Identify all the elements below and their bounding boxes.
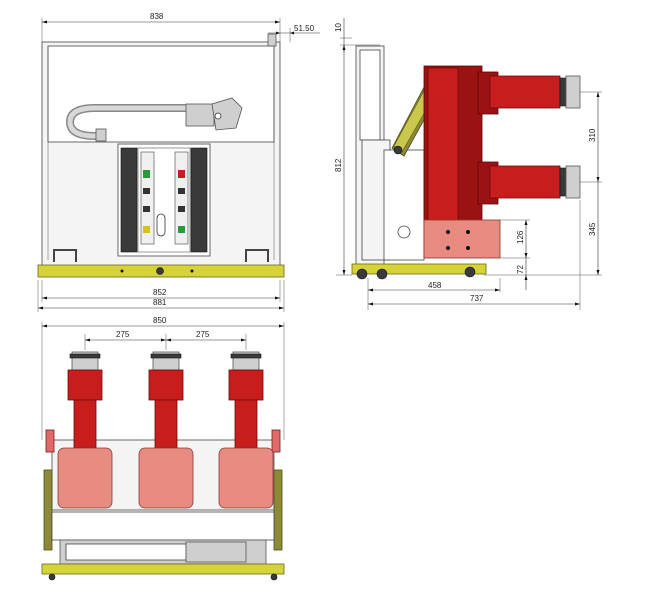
front-view: 838 51.50 [37, 12, 320, 312]
dim-box-height: 126 [516, 230, 525, 244]
dim-lower-spacing: 345 [588, 222, 597, 236]
pole-left [57, 351, 113, 509]
dim-pole-spacing-right: 275 [196, 330, 210, 339]
side-view: 10 812 [334, 18, 602, 310]
dim-base-inner: 852 [153, 288, 167, 297]
dim-offset-right: 51.50 [294, 24, 315, 33]
dim-total-width: 850 [153, 316, 167, 325]
top-view: 850 275 275 [41, 316, 285, 581]
pole-right [218, 351, 274, 509]
dim-base-outer: 881 [153, 298, 167, 307]
dim-base-height: 72 [516, 265, 525, 274]
dim-width-top: 838 [150, 12, 164, 21]
dim-height: 812 [334, 158, 343, 172]
dim-depth-inner: 458 [428, 281, 442, 290]
dim-upper-spacing: 310 [588, 128, 597, 142]
dim-depth-total: 737 [470, 294, 484, 303]
dim-top-gap: 10 [334, 23, 343, 32]
pole-center [138, 351, 194, 509]
dim-pole-spacing-left: 275 [116, 330, 130, 339]
